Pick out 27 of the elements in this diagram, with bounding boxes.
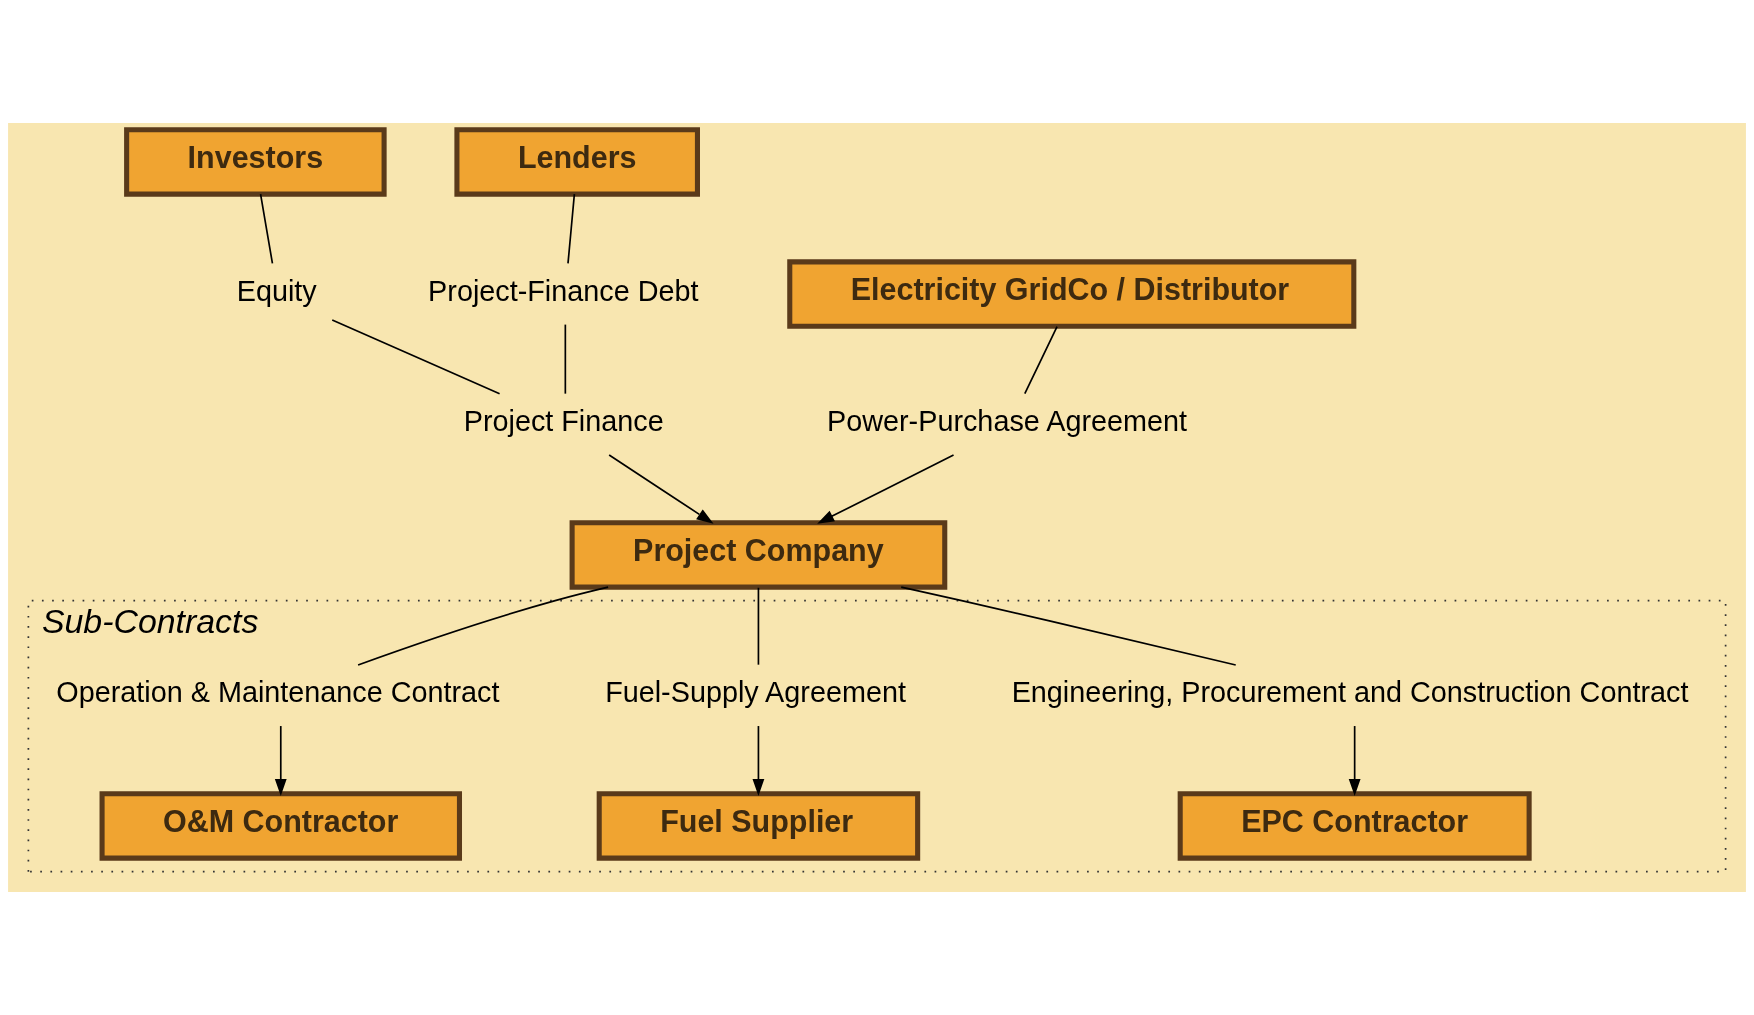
node-box: Lenders	[454, 127, 700, 197]
node-text: Operation & Maintenance Contract	[56, 676, 500, 709]
node-box: O&M Contractor	[99, 791, 462, 861]
arrow	[608, 454, 714, 524]
node-text: Engineering, Procurement and Construction Contract	[1011, 676, 1689, 709]
arrow	[274, 725, 287, 796]
connector	[1023, 325, 1058, 395]
node-box: Electricity GridCo / Distributor	[787, 259, 1357, 329]
connector	[259, 193, 274, 265]
connector	[757, 586, 760, 666]
node-text: Equity	[236, 275, 317, 308]
node-box: Fuel Supplier	[596, 791, 921, 861]
connector	[567, 193, 576, 265]
node-box: Investors	[124, 127, 387, 197]
node-box: EPC Contractor	[1177, 791, 1532, 861]
node-text: Power-Purchase Agreement	[827, 405, 1187, 438]
arrow	[817, 454, 955, 524]
node-text: Project-Finance Debt	[428, 275, 699, 308]
connector	[900, 586, 1237, 666]
node-text: Project Finance	[463, 405, 664, 438]
connector	[357, 586, 609, 666]
node-text: Fuel-Supply Agreement	[605, 676, 906, 709]
arrow	[1348, 725, 1361, 796]
arrow	[752, 725, 765, 796]
connector	[564, 323, 567, 395]
connector	[331, 319, 501, 395]
node-box: Project Company	[569, 520, 948, 590]
